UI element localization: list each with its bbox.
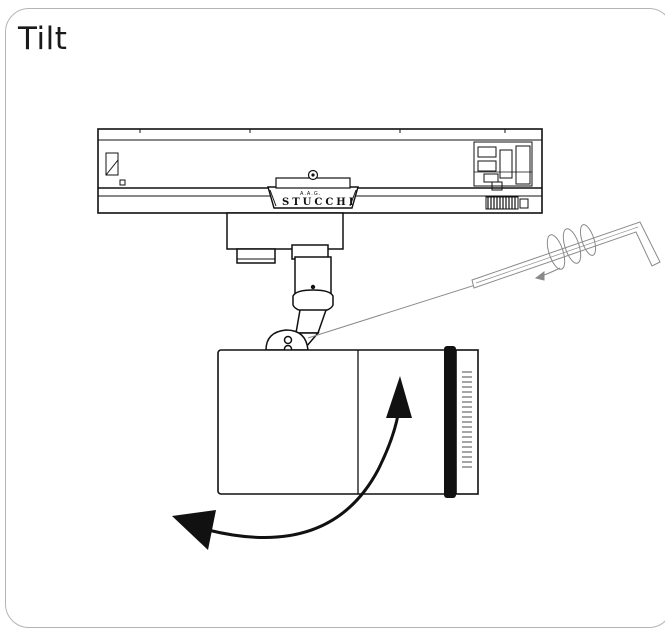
arm: [288, 256, 334, 348]
brand-name: STUCCHI: [282, 197, 356, 208]
page-title: Tilt: [18, 21, 68, 57]
allen-key-icon: [471, 221, 661, 289]
connector-block: [226, 212, 344, 264]
instruction-card: [5, 8, 665, 628]
rotation-arrow-icon: [172, 376, 412, 550]
brand-label: A.A.G. STUCCHI: [267, 169, 359, 209]
spotlight-body: [217, 346, 479, 498]
brand-mark: A.A.G.: [300, 191, 321, 197]
